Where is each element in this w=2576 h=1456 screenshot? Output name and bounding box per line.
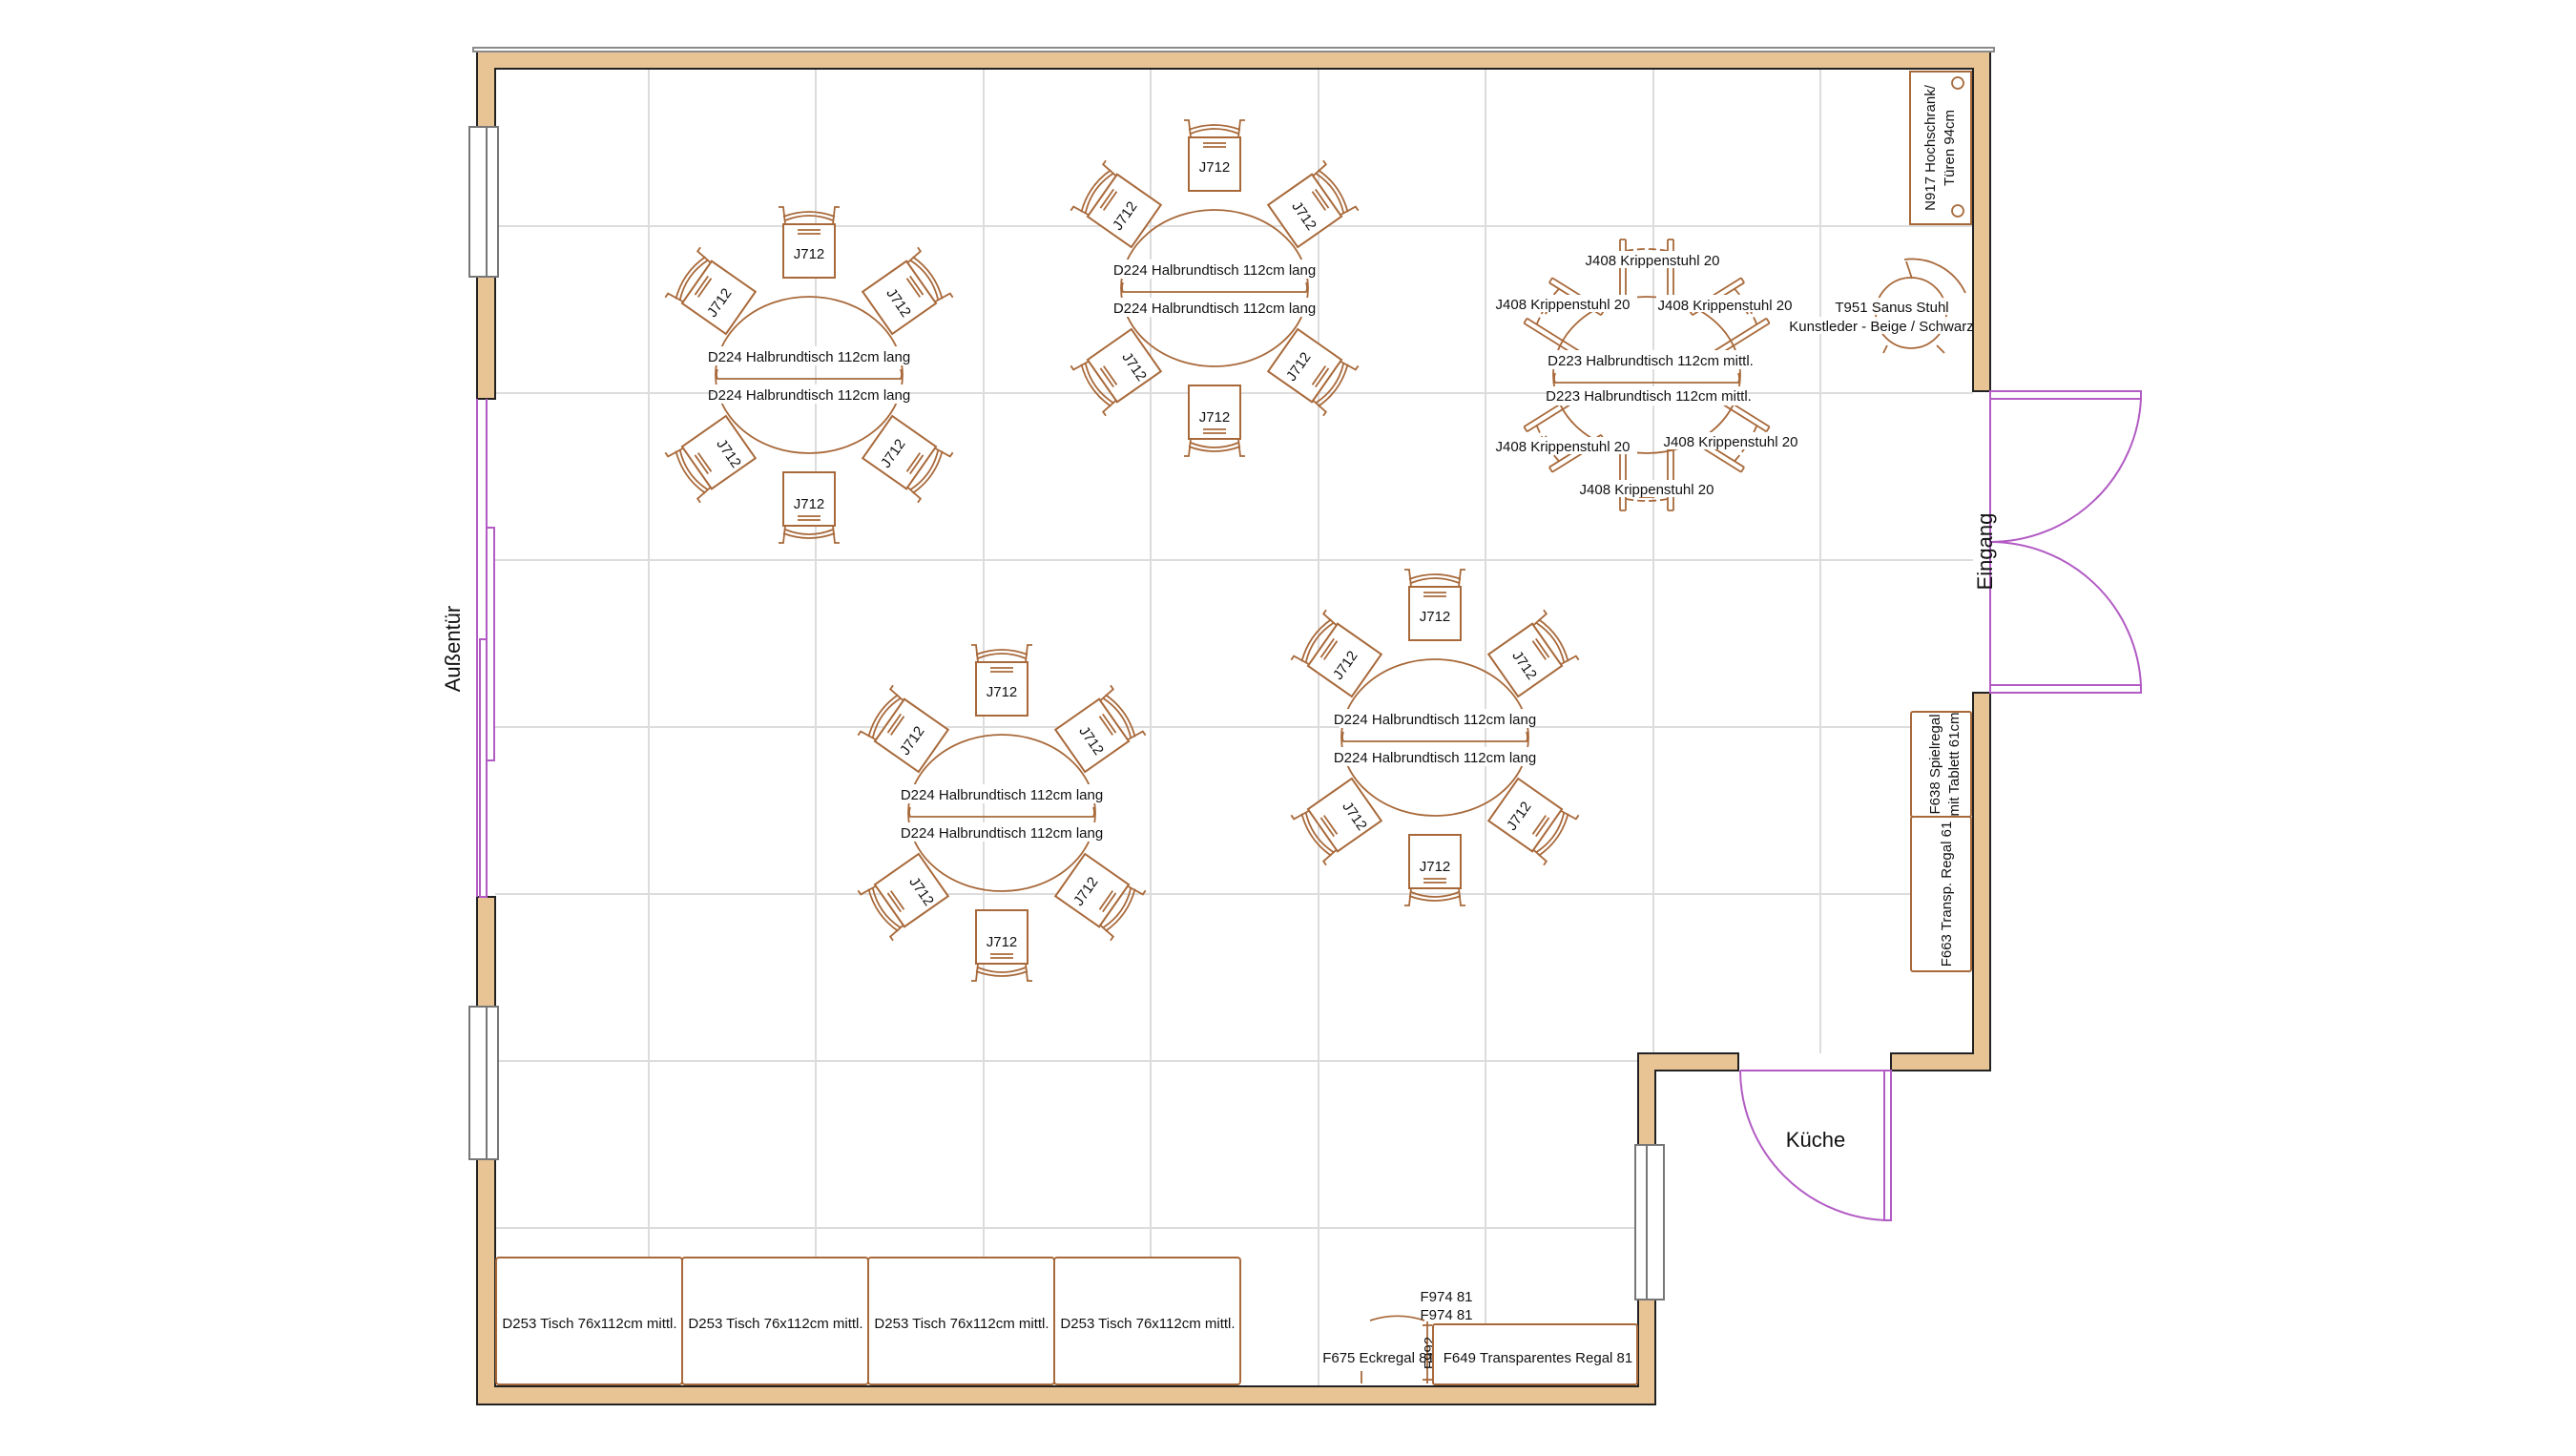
transparent-shelf-61[interactable]: F663 Transp. Regal 61	[1910, 816, 1972, 972]
rect-table-4[interactable]: D253 Tisch 76x112cm mittl.	[1053, 1257, 1241, 1385]
svg-text:J712: J712	[987, 684, 1018, 700]
table-top-label: D223 Halbrundtisch 112cm mittl.	[1548, 353, 1754, 369]
tall-cabinet[interactable]: N917 Hochschrank/ Türen 94cm	[1909, 71, 1972, 225]
svg-text:J712: J712	[794, 246, 825, 262]
kitchen-label: Küche	[1786, 1128, 1845, 1152]
table-bottom-label: D224 Halbrundtisch 112cm lang	[708, 387, 910, 404]
table-bottom-label: D224 Halbrundtisch 112cm lang	[1334, 750, 1536, 766]
svg-text:F649 Transparentes Regal 81: F649 Transparentes Regal 81	[1444, 1350, 1632, 1366]
table-bottom-label: D224 Halbrundtisch 112cm lang	[1113, 301, 1316, 317]
svg-text:D253 Tisch 76x112cm mittl.: D253 Tisch 76x112cm mittl.	[874, 1316, 1049, 1332]
svg-text:J408 Krippenstuhl 20: J408 Krippenstuhl 20	[1496, 439, 1631, 455]
rect-table-2[interactable]: D253 Tisch 76x112cm mittl.	[681, 1257, 869, 1385]
svg-text:J712: J712	[1199, 159, 1231, 176]
table-top-label: D224 Halbrundtisch 112cm lang	[1334, 712, 1536, 728]
svg-text:D253 Tisch 76x112cm mittl.: D253 Tisch 76x112cm mittl.	[502, 1316, 676, 1332]
svg-text:Kunstleder - Beige / Schwarz: Kunstleder - Beige / Schwarz	[1789, 319, 1973, 335]
table-top-label: D224 Halbrundtisch 112cm lang	[901, 787, 1103, 803]
svg-text:F675 Eckregal 81: F675 Eckregal 81	[1322, 1350, 1435, 1366]
kitchen-door[interactable]	[1739, 1070, 1892, 1221]
svg-text:J712: J712	[1420, 859, 1451, 875]
svg-text:T951 Sanus Stuhl: T951 Sanus Stuhl	[1835, 300, 1948, 316]
svg-text:J408 Krippenstuhl 20: J408 Krippenstuhl 20	[1658, 298, 1793, 314]
table-top-label: D224 Halbrundtisch 112cm lang	[708, 349, 910, 365]
corner-shelf[interactable]: F675 Eckregal 81	[1322, 1315, 1435, 1383]
entrance-double-door[interactable]	[1989, 390, 2142, 694]
svg-text:N917 Hochschrank/: N917 Hochschrank/	[1922, 84, 1939, 211]
svg-text:F663 Transp. Regal 61: F663 Transp. Regal 61	[1939, 822, 1955, 967]
table-top-label: D224 Halbrundtisch 112cm lang	[1113, 262, 1316, 279]
svg-text:Türen 94cm: Türen 94cm	[1942, 110, 1958, 186]
rect-tables: D253 Tisch 76x112cm mittl. D253 Tisch 76…	[495, 1257, 1241, 1385]
round-table-5[interactable]: J712 J712 J712 J712 J712 J712 D224 Halbr…	[1290, 569, 1580, 906]
svg-text:F638 Spielregal: F638 Spielregal	[1927, 714, 1943, 814]
svg-text:J712: J712	[794, 496, 825, 512]
windows	[468, 126, 1665, 1300]
svg-text:J712: J712	[987, 934, 1018, 950]
svg-text:D253 Tisch 76x112cm mittl.: D253 Tisch 76x112cm mittl.	[1060, 1316, 1235, 1332]
round-table-2[interactable]: J712 J712 J712 J712 J712 J712 D224 Halbr…	[1070, 119, 1360, 457]
exterior-door[interactable]	[476, 399, 495, 898]
outer-door-label: Außentür	[441, 606, 465, 693]
play-shelf[interactable]: F638 Spielregal mit Tablett 61cm	[1910, 711, 1972, 818]
rect-table-1[interactable]: D253 Tisch 76x112cm mittl.	[495, 1257, 683, 1385]
table-bottom-label: D224 Halbrundtisch 112cm lang	[901, 825, 1103, 842]
svg-text:mit Tablett 61cm: mit Tablett 61cm	[1946, 713, 1963, 817]
svg-text:J408 Krippenstuhl 20: J408 Krippenstuhl 20	[1580, 482, 1714, 498]
svg-text:J712: J712	[1420, 609, 1451, 625]
svg-text:F974 81: F974 81	[1420, 1289, 1472, 1305]
transparent-shelf-81[interactable]: F649 Transparentes Regal 81	[1432, 1323, 1638, 1385]
svg-text:J712: J712	[1199, 409, 1231, 426]
svg-text:J408 Krippenstuhl 20: J408 Krippenstuhl 20	[1496, 297, 1631, 313]
svg-text:D253 Tisch 76x112cm mittl.: D253 Tisch 76x112cm mittl.	[688, 1316, 862, 1332]
swivel-chair[interactable]: T951 Sanus Stuhl Kunstleder - Beige / Sc…	[1789, 258, 1974, 354]
svg-text:F974 81: F974 81	[1420, 1307, 1472, 1323]
rect-table-3[interactable]: D253 Tisch 76x112cm mittl.	[867, 1257, 1055, 1385]
table-bottom-label: D223 Halbrundtisch 112cm mittl.	[1546, 388, 1752, 405]
f974-labels: F974 81 F974 81	[1420, 1289, 1472, 1323]
round-table-1[interactable]: J712 J712 J712 J712 J712 J712 D224 Halbr…	[664, 206, 954, 544]
entrance-label: Eingang	[1973, 513, 1997, 591]
round-table-4[interactable]: J712 J712 J712 J712 J712 J712 D224 Halbr…	[857, 644, 1147, 982]
svg-text:J408 Krippenstuhl 20: J408 Krippenstuhl 20	[1586, 253, 1720, 269]
svg-text:J408 Krippenstuhl 20: J408 Krippenstuhl 20	[1664, 434, 1798, 450]
round-table-3[interactable]: J408 Krippenstuhl 20 J408 Krippenstuhl 2…	[1494, 239, 1803, 511]
